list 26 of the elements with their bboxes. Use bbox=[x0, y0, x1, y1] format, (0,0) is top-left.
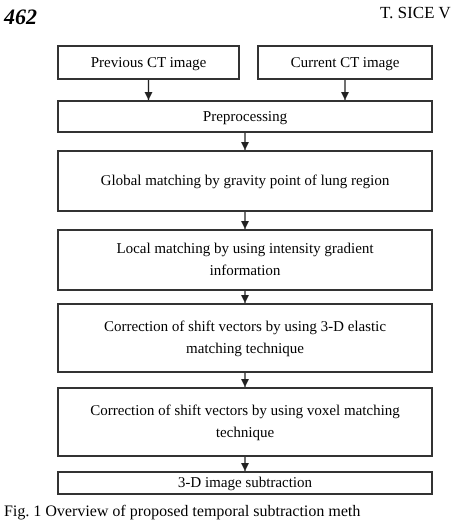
box-text: Preprocessing bbox=[202, 108, 288, 126]
box-text: Local matching by using intensity gradient information bbox=[115, 240, 375, 281]
process-box bbox=[257, 45, 433, 80]
process-box bbox=[57, 303, 433, 373]
box-text: Correction of shift vectors by using 3-D elastic matching technique bbox=[102, 318, 388, 359]
process-box bbox=[57, 229, 433, 291]
arrow bbox=[241, 373, 249, 387]
process-box bbox=[57, 387, 433, 457]
figure-caption: Fig. 1 Overview of proposed temporal subtraction meth bbox=[4, 502, 360, 521]
box-text: Current CT image bbox=[290, 54, 400, 72]
arrow bbox=[241, 457, 249, 471]
arrow bbox=[144, 80, 152, 100]
process-box bbox=[57, 45, 240, 80]
process-box bbox=[57, 100, 433, 133]
arrow bbox=[241, 291, 249, 303]
box-text: Previous CT image bbox=[90, 54, 206, 72]
arrow bbox=[241, 133, 249, 150]
running-header: T. SICE V bbox=[380, 2, 451, 24]
arrow bbox=[241, 212, 249, 229]
page-number: 462 bbox=[4, 3, 37, 31]
box-text: 3-D image subtraction bbox=[178, 474, 312, 493]
box-text: Global matching by gravity point of lung region bbox=[100, 172, 390, 191]
process-box bbox=[57, 150, 433, 212]
box-text: Correction of shift vectors by using voxel matching technique bbox=[89, 402, 401, 443]
process-box bbox=[57, 471, 433, 495]
arrow bbox=[341, 80, 349, 100]
